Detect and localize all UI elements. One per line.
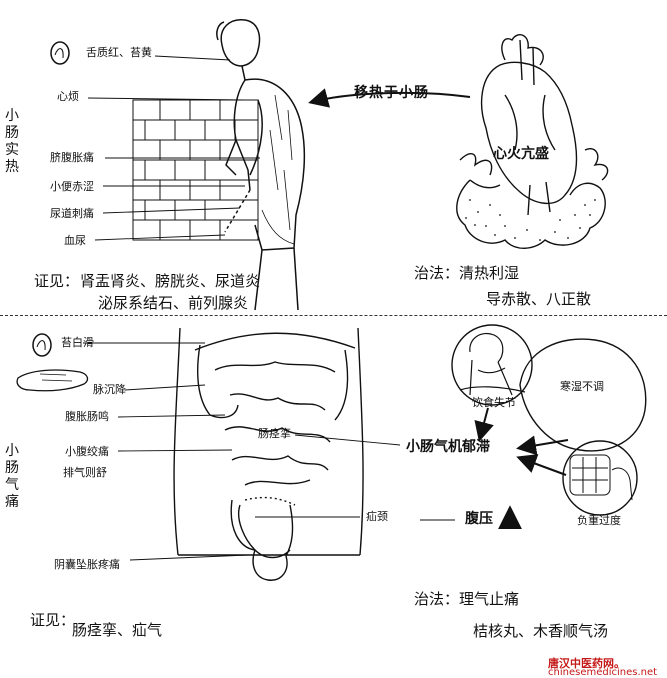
watermark-cn: 唐汉中医药网。 <box>548 657 625 670</box>
top-treatment: 治法：清热利湿 <box>414 264 520 282</box>
label-scrotum: 阴囊坠胀疼痛 <box>54 558 120 571</box>
section-divider <box>0 315 667 316</box>
brick-wall <box>132 99 259 241</box>
hand-icon <box>16 369 89 392</box>
carrying-figure <box>569 454 633 501</box>
label-borborygmus: 腹胀肠鸣 <box>65 410 109 423</box>
bottom-diseases-label: 证见： <box>30 611 76 629</box>
top-diseases-label: 证见： <box>34 272 80 290</box>
label-distension: 脐腹胀痛 <box>50 151 94 164</box>
label-pulse: 脉沉降 <box>93 383 126 396</box>
heart-illustration <box>456 34 609 249</box>
eating-figure <box>459 332 526 396</box>
label-urine-red: 小便赤涩 <box>50 180 94 193</box>
heavy-load-circle <box>562 440 638 516</box>
top-side-title: 小肠实热 <box>5 108 19 175</box>
tongue-icon-bottom <box>32 333 52 357</box>
leader-lines-bottom <box>83 342 401 561</box>
label-hernia-neck: 疝颈 <box>366 510 388 523</box>
label-irritable: 心烦 <box>57 90 79 103</box>
watermark-url: chinesemedicines.net <box>548 667 658 678</box>
arrow-cold <box>516 435 569 456</box>
bottom-diseases: 肠痉挛、疝气 <box>72 621 163 639</box>
transfer-arrow <box>308 88 471 108</box>
label-spasm: 肠痉挛 <box>258 427 291 440</box>
pressure-label: 腹压 <box>465 511 493 527</box>
label-tongue-white: 苔白滑 <box>61 336 94 349</box>
label-urethra-pain: 尿道刺痛 <box>50 207 94 220</box>
arrow-heavy <box>516 454 567 476</box>
label-diet: 饮食失节 <box>472 396 516 409</box>
heart-stipple <box>465 199 596 241</box>
label-heavy: 负重过度 <box>577 514 621 527</box>
bottom-side-title: 小肠气痛 <box>5 443 19 510</box>
label-colic: 小腹绞痛 <box>65 445 109 458</box>
cold-damp-circle <box>519 338 647 452</box>
bottom-treatment: 治法：理气止痛 <box>414 590 520 608</box>
torso-illustration <box>173 327 364 581</box>
top-formulas: 导赤散、八正散 <box>486 290 592 308</box>
leader-lines-top <box>87 55 260 241</box>
label-tongue-red: 舌质红、苔黄 <box>86 46 152 59</box>
label-hematuria: 血尿 <box>64 234 86 247</box>
arrow-diet <box>474 407 494 442</box>
heart-label: 心火亢盛 <box>493 146 549 162</box>
diet-circle <box>451 324 533 406</box>
label-cold-damp: 寒湿不调 <box>560 380 604 393</box>
tongue-icon-top <box>50 41 70 65</box>
label-relief: 排气则舒 <box>63 466 107 479</box>
top-diseases-line2: 泌尿系结石、前列腺炎 <box>98 294 249 312</box>
transfer-label: 移热于小肠 <box>354 85 429 101</box>
bottom-formulas: 桔核丸、木香顺气汤 <box>473 622 609 640</box>
man-figure <box>216 19 306 311</box>
top-diseases-line1: 肾盂肾炎、膀胱炎、尿道炎 <box>80 272 261 290</box>
qi-stagnation-label: 小肠气机郁滞 <box>406 439 490 455</box>
